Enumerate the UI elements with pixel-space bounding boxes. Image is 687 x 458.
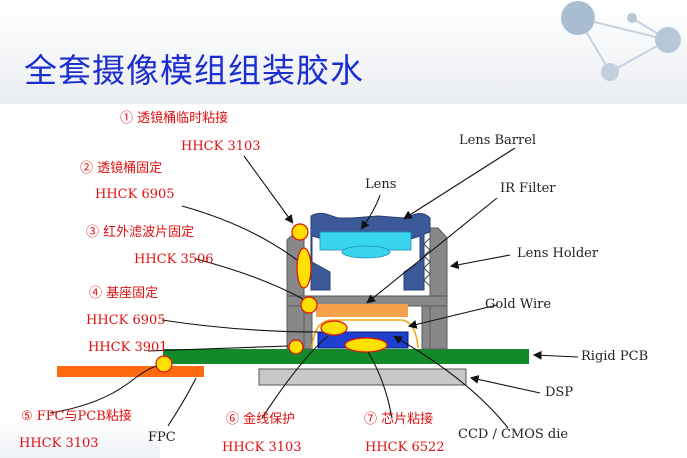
callout-7-code: HHCK 6522 — [365, 440, 445, 455]
label-lens-barrel: Lens Barrel — [459, 133, 537, 148]
label-lens-holder: Lens Holder — [517, 246, 599, 261]
label-ccd-cmos: CCD / CMOS die — [458, 427, 569, 442]
callout-7-label: ⑦ 芯片粘接 — [364, 412, 434, 427]
callout-1-label: ① 透镜桶临时粘接 — [120, 111, 229, 126]
callout-3-code: HHCK 3506 — [134, 252, 214, 267]
callout-4-code-a: HHCK 6905 — [86, 313, 166, 328]
fpc-strip — [57, 366, 204, 377]
callout-5-label: ⑤ FPC与PCB粘接 — [21, 409, 132, 424]
leader-lines — [49, 147, 579, 429]
label-fpc: FPC — [148, 430, 176, 445]
molecule-icon — [561, 1, 681, 81]
label-rigid-pcb: Rigid PCB — [581, 349, 649, 364]
callout-1-code: HHCK 3103 — [181, 139, 261, 154]
ir-filter — [316, 304, 408, 317]
callout-6-label: ⑥ 金线保护 — [226, 412, 296, 427]
label-gold-wire: Gold Wire — [485, 297, 552, 312]
callout-4-label: ④ 基座固定 — [89, 286, 159, 301]
callout-2-code: HHCK 6905 — [95, 187, 175, 202]
callout-2-label: ② 透镜桶固定 — [80, 161, 163, 176]
dsp-block — [258, 368, 467, 386]
callout-5-code: HHCK 3103 — [19, 436, 99, 451]
gold-wire — [311, 319, 419, 349]
callout-3-label: ③ 红外滤波片固定 — [86, 225, 195, 240]
page-title: 全套摄像模组组装胶水 — [24, 51, 364, 90]
rigid-pcb — [163, 349, 529, 364]
callout-4-code-b: HHCK 3901 — [88, 340, 168, 355]
lens-element — [319, 231, 412, 259]
label-lens: Lens — [365, 177, 397, 192]
corner-shade — [0, 418, 160, 458]
glue-dots — [155, 223, 388, 373]
label-dsp: DSP — [545, 385, 574, 400]
callout-6-code: HHCK 3103 — [222, 440, 302, 455]
label-ir-filter: IR Filter — [500, 181, 556, 196]
